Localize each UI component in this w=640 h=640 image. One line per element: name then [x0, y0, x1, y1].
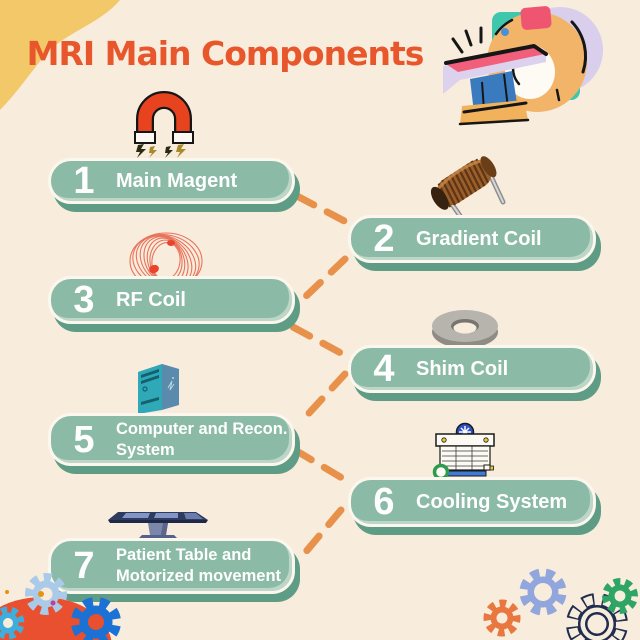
item-label: Patient Table and Motorized movement [116, 546, 282, 585]
mri-scanner-illustration [443, 6, 603, 126]
cooling-unit-icon [432, 422, 495, 480]
item-number: 7 [73, 545, 95, 587]
component-pill-3: 3 RF Coil [48, 276, 295, 324]
item-label: Cooling System [416, 490, 568, 513]
red-blob-gears-decoration [0, 573, 121, 640]
item-number: 6 [373, 481, 395, 523]
computer-tower-icon [138, 364, 179, 414]
item-number: 2 [373, 218, 395, 260]
item-label: RF Coil [116, 288, 186, 311]
item-label: Gradient Coil [416, 227, 542, 250]
yellow-corner-blob [0, 0, 120, 110]
item-number: 3 [73, 279, 95, 321]
horseshoe-magnet-icon [134, 91, 194, 158]
gears-bottom-right-decoration [483, 568, 638, 640]
item-label: Computer and Recon. System [116, 419, 288, 459]
item-number: 1 [73, 160, 95, 202]
page-title: MRI Main Components [26, 33, 425, 73]
component-pill-7: 7 Patient Table and Motorized movement [48, 538, 295, 594]
item-label: Main Magent [116, 169, 238, 192]
component-pill-4: 4 Shim Coil [348, 345, 596, 393]
item-label: Shim Coil [416, 357, 509, 380]
item-number: 4 [373, 348, 395, 390]
metal-washer-icon [432, 310, 498, 348]
item-number: 5 [73, 418, 95, 461]
component-pill-6: 6 Cooling System [348, 477, 596, 527]
component-pill-2: 2 Gradient Coil [348, 215, 596, 263]
component-pill-5: 5 Computer and Recon. System [48, 413, 295, 466]
component-pill-1: 1 Main Magent [48, 158, 295, 204]
